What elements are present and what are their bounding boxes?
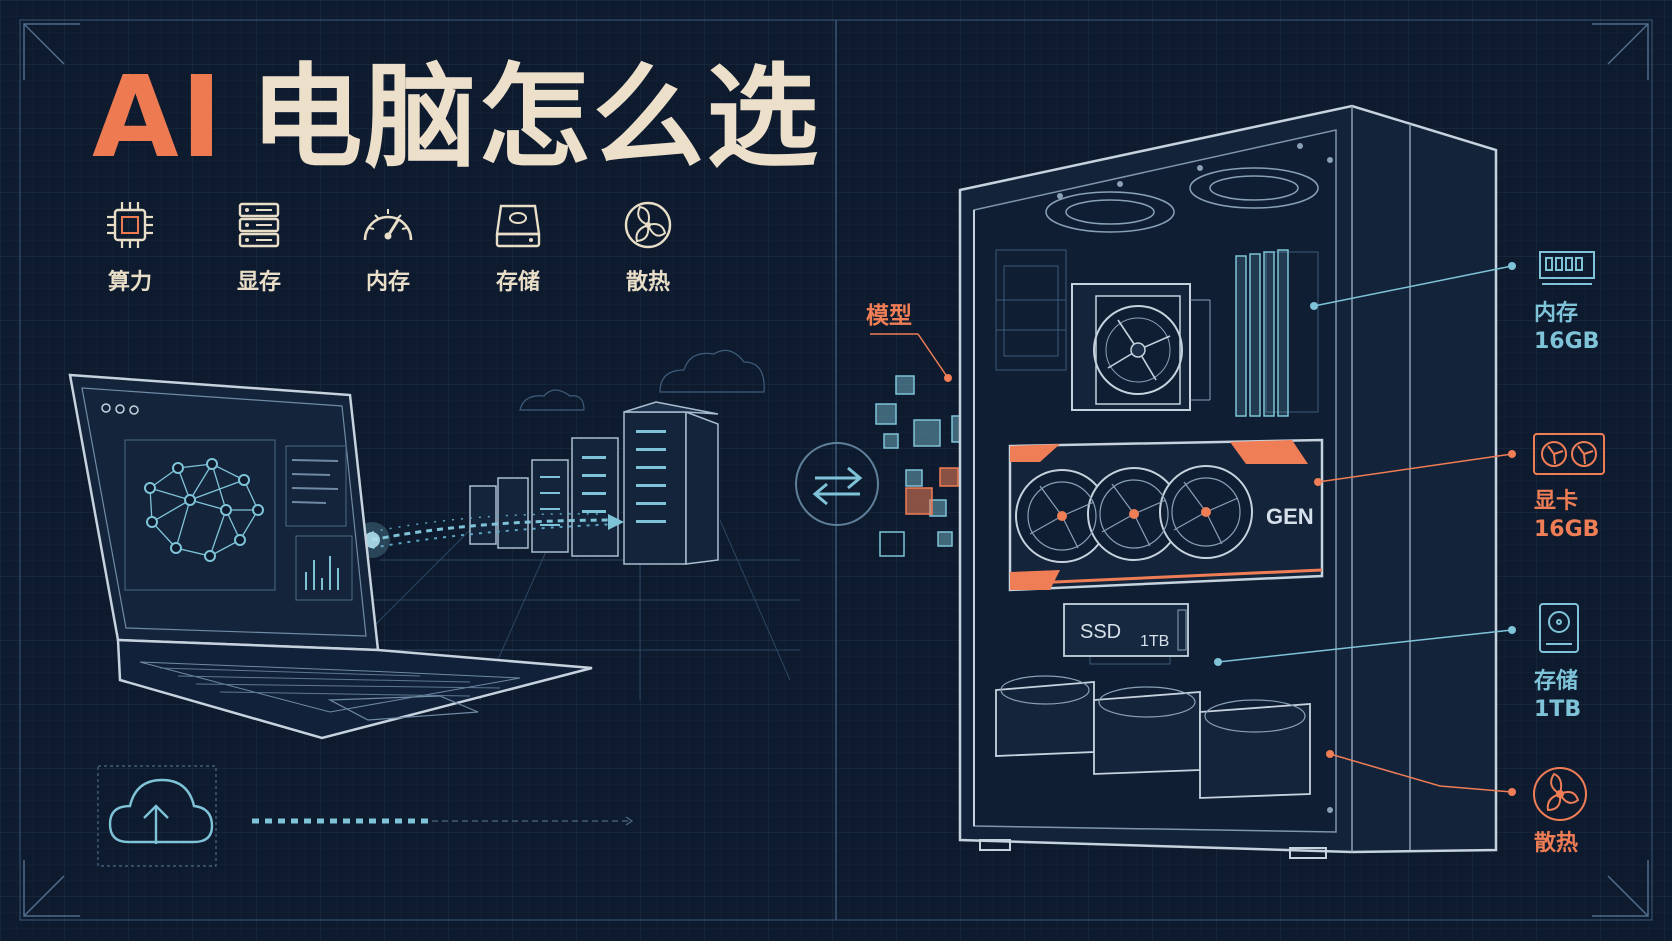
hard-drive-icon <box>495 204 541 248</box>
title-text: 电脑怎么选 <box>250 53 821 183</box>
server-leds <box>540 430 666 526</box>
pc-case-illustration <box>958 104 1498 859</box>
feature-label: 内存 <box>365 270 410 295</box>
graphics-card-icon <box>1533 433 1605 475</box>
cloud-outline-icon <box>659 349 765 393</box>
ssd-label: SSD <box>1080 621 1121 643</box>
ram-module-icon <box>1539 251 1595 285</box>
feature-label: 散热 <box>625 270 670 295</box>
spec-name: 存储 <box>1534 669 1579 694</box>
swap-button[interactable] <box>795 442 879 526</box>
spec-name: 散热 <box>1534 831 1579 856</box>
spec-value: 16GB <box>1534 517 1600 543</box>
feature-compute: 算力 <box>70 198 190 296</box>
feature-cooling: 散热 <box>588 198 708 296</box>
ssd-capacity: 1TB <box>1140 633 1169 650</box>
model-label: 模型 <box>866 303 912 329</box>
server-stack-icon <box>238 202 280 248</box>
fan-icon <box>624 201 672 249</box>
feature-label: 存储 <box>495 270 540 295</box>
hard-drive-icon <box>1539 603 1579 653</box>
server-racks <box>469 401 719 565</box>
feature-label: 算力 <box>107 270 152 295</box>
corner-marks <box>23 23 1649 917</box>
feature-vram: 显存 <box>199 198 319 296</box>
spec-storage: 存储 1TB <box>1534 668 1581 724</box>
laptop-illustration <box>68 373 593 740</box>
cloud-upload-icon <box>108 778 214 844</box>
feature-storage: 存储 <box>458 198 578 296</box>
callout-dots <box>1214 262 1516 796</box>
fan-icon <box>1533 767 1587 821</box>
spec-cooling: 散热 <box>1534 830 1578 858</box>
gpu-brand: GEN <box>1266 504 1314 529</box>
upload-box <box>97 765 217 867</box>
spec-memory: 内存 16GB <box>1534 300 1599 356</box>
feature-label: 显存 <box>236 270 281 295</box>
callout-lines <box>1217 265 1513 793</box>
title-ai: AI <box>92 53 225 183</box>
spec-name: 内存 <box>1534 301 1579 326</box>
feature-memory: 内存 <box>328 198 448 296</box>
spec-value: 1TB <box>1534 697 1582 723</box>
spec-gpu: 显卡 16GB <box>1534 488 1599 544</box>
cpu-chip-icon <box>107 202 153 248</box>
spec-name: 显卡 <box>1534 489 1579 514</box>
spec-value: 16GB <box>1534 329 1600 355</box>
gauge-icon <box>363 209 413 241</box>
cloud-outline-icon <box>519 389 585 411</box>
